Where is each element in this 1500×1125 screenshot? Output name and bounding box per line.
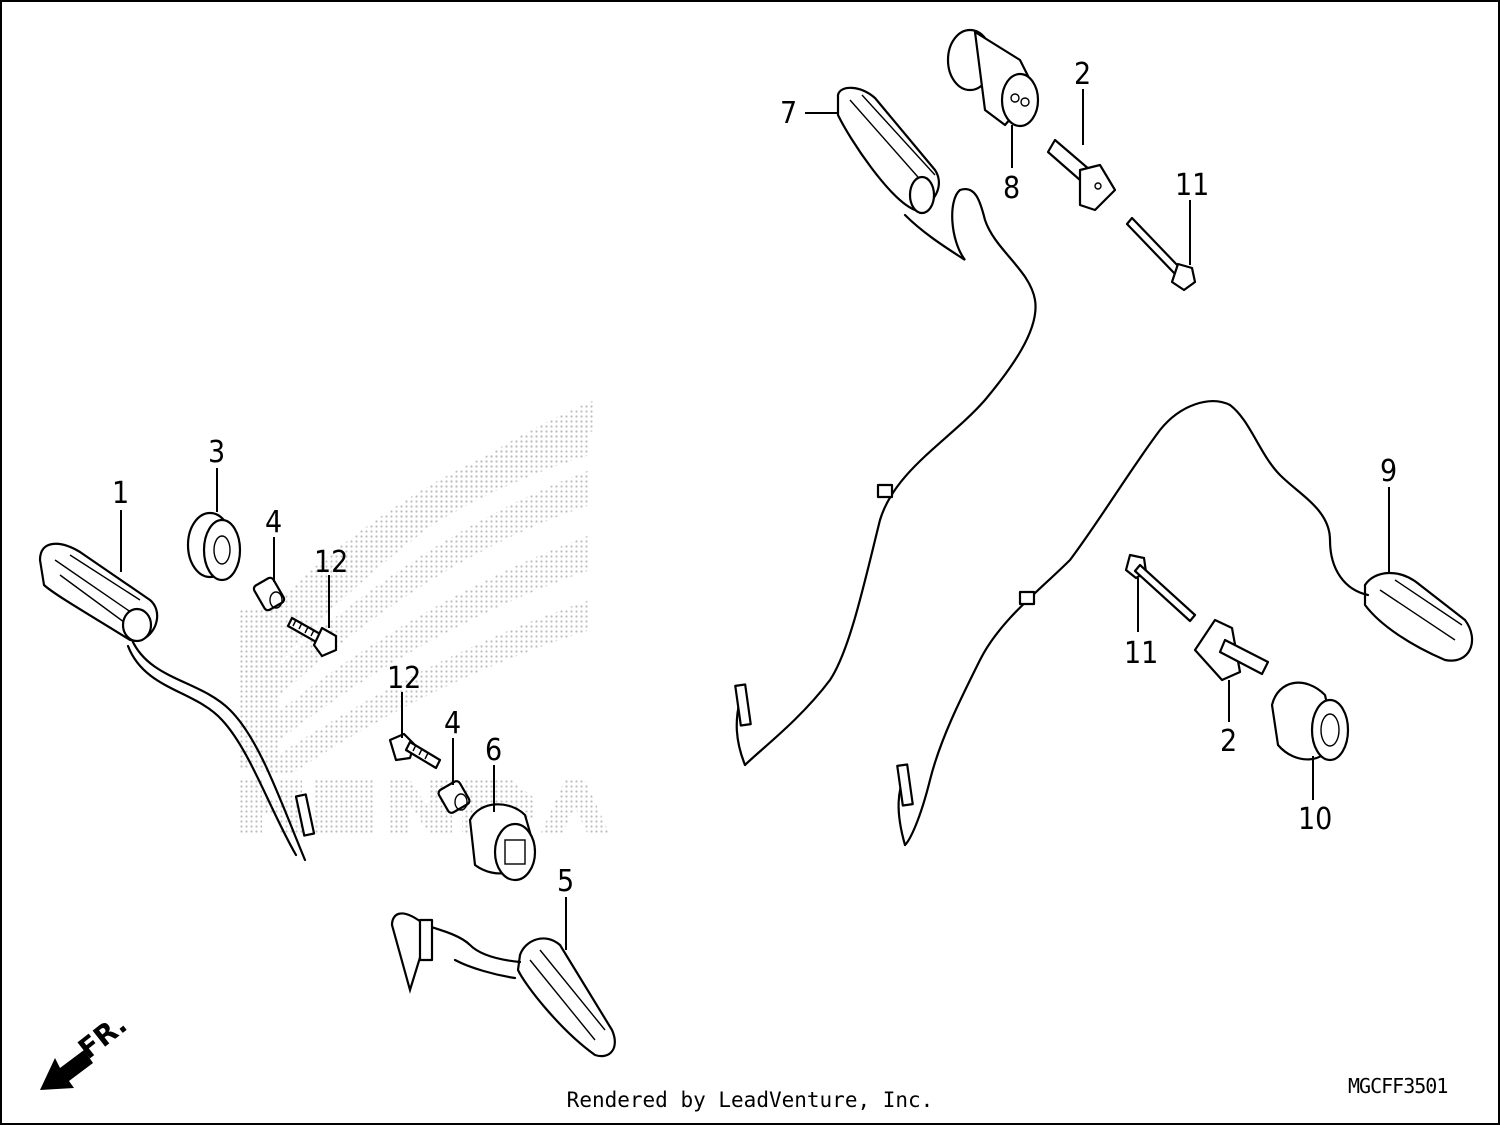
part-12-bolt-upper bbox=[286, 616, 338, 658]
part-3-grommet bbox=[186, 511, 242, 582]
part-7-turn-signal-rear-left bbox=[734, 86, 1037, 767]
callout-11-lower: 11 bbox=[1124, 636, 1158, 671]
callout-3: 3 bbox=[208, 435, 225, 470]
callout-5: 5 bbox=[557, 864, 574, 899]
callout-11-upper: 11 bbox=[1175, 168, 1209, 203]
part-2-mount-lower bbox=[1193, 618, 1270, 682]
callout-12-lower: 12 bbox=[387, 661, 421, 696]
render-credit: Rendered by LeadVenture, Inc. bbox=[566, 1088, 934, 1112]
callout-2-lower: 2 bbox=[1220, 724, 1237, 759]
front-direction-arrow-icon: FR. bbox=[40, 1008, 133, 1090]
callout-10: 10 bbox=[1298, 802, 1332, 837]
part-4-collar-upper bbox=[252, 576, 286, 612]
part-12-bolt-lower bbox=[388, 732, 442, 770]
leader-lines bbox=[120, 89, 1390, 950]
wing-logo-watermark bbox=[235, 400, 610, 835]
callout-8: 8 bbox=[1003, 171, 1020, 206]
part-5-turn-signal-front-right bbox=[390, 912, 616, 1058]
part-8-grommet bbox=[946, 28, 1040, 128]
part-10-grommet bbox=[1270, 681, 1350, 762]
part-6-grommet bbox=[468, 803, 537, 882]
callout-12-upper: 12 bbox=[314, 545, 348, 580]
part-1-turn-signal-front-left bbox=[38, 542, 316, 862]
part-11-bolt-upper bbox=[1125, 216, 1197, 292]
part-2-mount-upper bbox=[1046, 138, 1117, 212]
callout-7: 7 bbox=[780, 96, 797, 131]
callout-4-upper: 4 bbox=[265, 505, 282, 540]
callout-1: 1 bbox=[112, 476, 129, 511]
part-11-bolt-lower bbox=[1124, 553, 1197, 623]
callout-2-upper: 2 bbox=[1074, 57, 1091, 92]
callout-9: 9 bbox=[1380, 454, 1397, 489]
diagram-code: MGCFF3501 bbox=[1348, 1074, 1447, 1098]
part-9-turn-signal-rear-right bbox=[896, 400, 1474, 847]
part-4-collar-lower bbox=[437, 780, 471, 814]
callout-6: 6 bbox=[485, 733, 502, 768]
callout-4-lower: 4 bbox=[444, 706, 461, 741]
